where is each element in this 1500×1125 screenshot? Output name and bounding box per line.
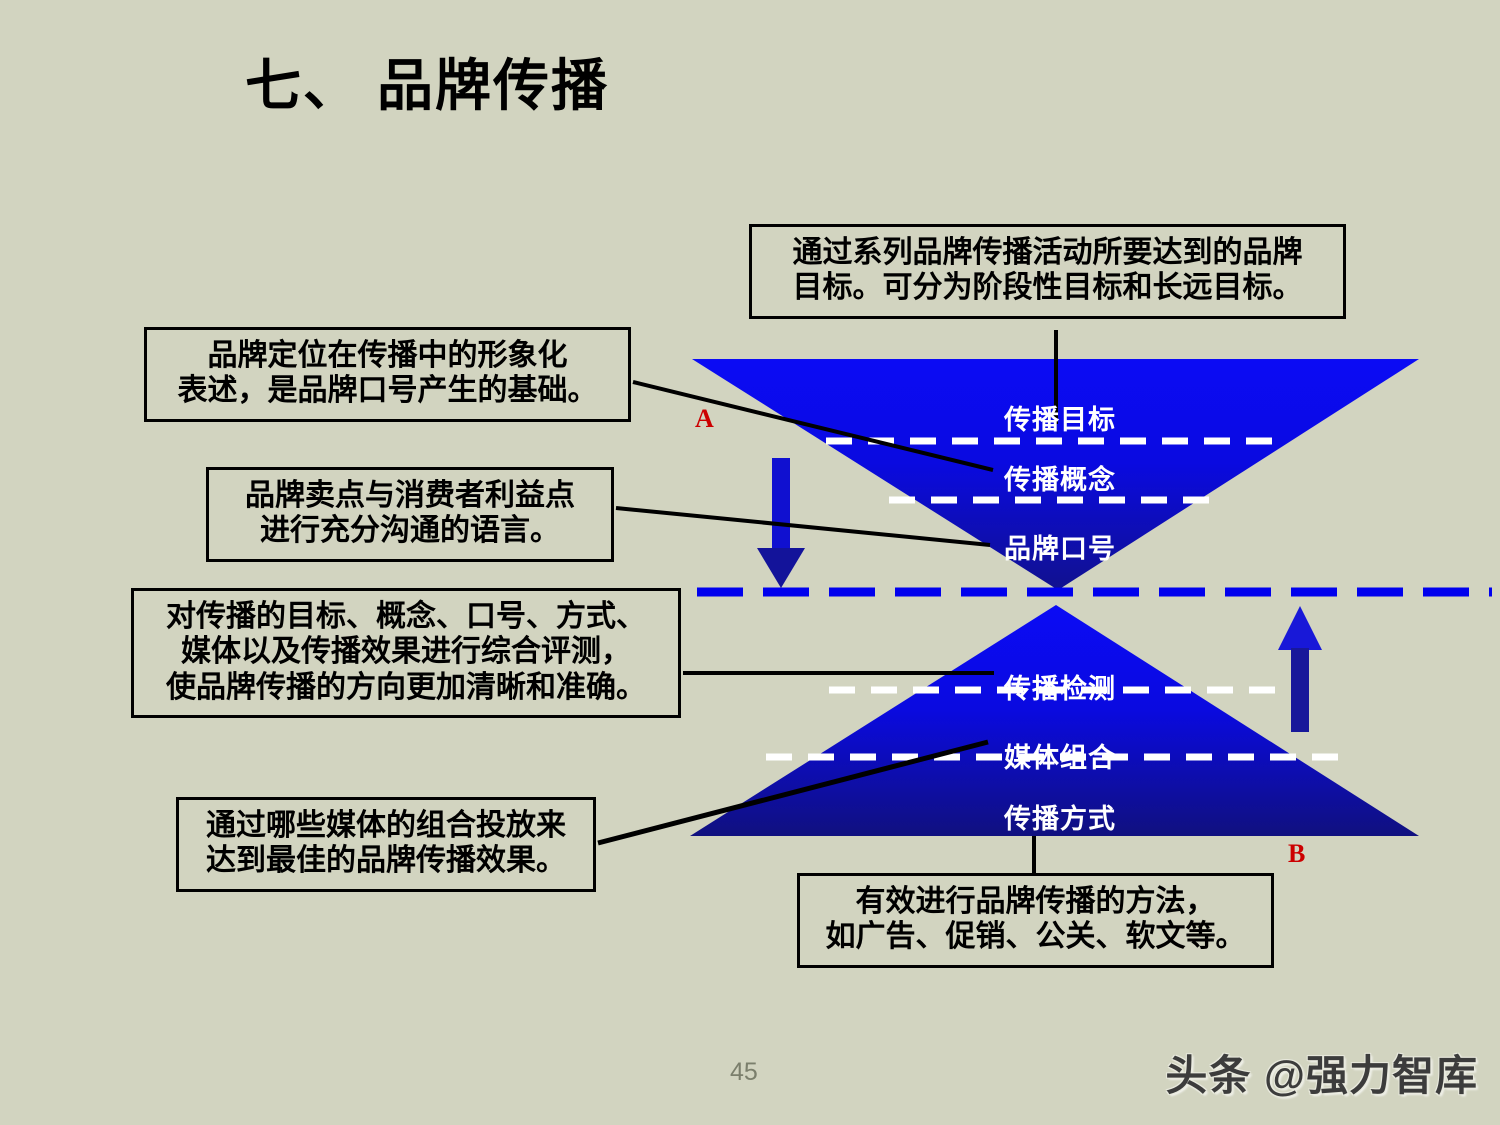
- leader-concept: [632, 380, 994, 472]
- page-number: 45: [730, 1058, 758, 1086]
- callout-monitor: 对传播的目标、概念、口号、方式、 媒体以及传播效果进行综合评测， 使品牌传播的方…: [131, 588, 681, 719]
- watermark: 头条 @强力智库: [1165, 1052, 1478, 1099]
- callout-goal: 通过系列品牌传播活动所要达到的品牌 目标。可分为阶段性目标和长远目标。: [749, 224, 1346, 319]
- lower-triangle: [690, 605, 1419, 836]
- leader-slogan: [615, 506, 991, 547]
- callout-media: 通过哪些媒体的组合投放来 达到最佳的品牌传播效果。: [176, 797, 596, 892]
- marker-a: A: [695, 404, 714, 433]
- callout-concept: 品牌定位在传播中的形象化 表述，是品牌口号产生的基础。: [144, 327, 631, 422]
- upper-inverted-triangle: [692, 359, 1419, 590]
- tier-label-slogan: 品牌口号: [1004, 534, 1116, 564]
- page-title: 七、 品牌传播: [245, 56, 609, 118]
- tier-label-detection: 传播检测: [1004, 674, 1116, 704]
- tier-label-concept: 传播概念: [1004, 465, 1116, 495]
- marker-b: B: [1288, 839, 1306, 868]
- up-arrow: [1278, 606, 1322, 732]
- callout-method: 有效进行品牌传播的方法， 如广告、促销、公关、软文等。: [797, 873, 1274, 968]
- tier-label-media-mix: 媒体组合: [1004, 743, 1116, 773]
- tier-label-mode: 传播方式: [1004, 804, 1116, 834]
- tier-label-goal: 传播目标: [1004, 405, 1116, 435]
- leader-media: [597, 739, 989, 846]
- callout-slogan: 品牌卖点与消费者利益点 进行充分沟通的语言。: [206, 467, 614, 562]
